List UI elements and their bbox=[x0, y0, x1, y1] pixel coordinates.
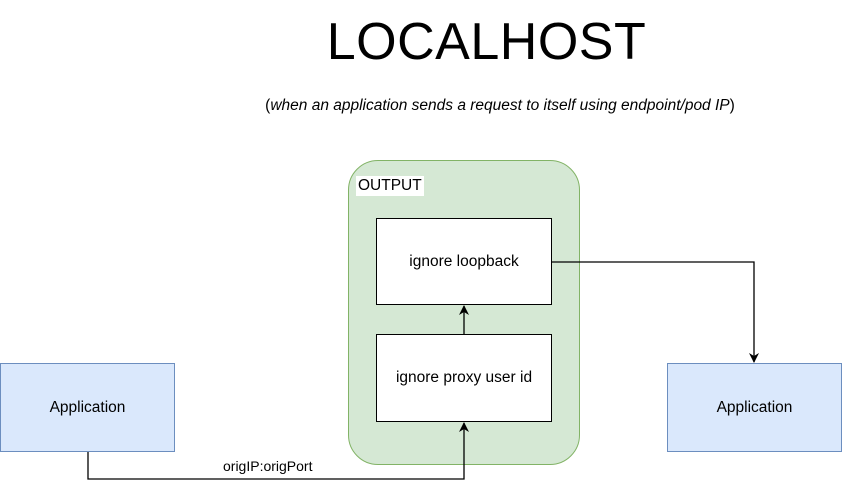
subtitle-italic-text: when an application sends a request to i… bbox=[270, 97, 730, 114]
diagram-subtitle: (when an application sends a request to … bbox=[0, 96, 843, 116]
diagram-title: LOCALHOST bbox=[326, 13, 647, 71]
ignore-proxy-user-id-label: ignore proxy user id bbox=[395, 369, 533, 386]
application-right-label: Application bbox=[716, 398, 793, 416]
subtitle-close-paren: ) bbox=[729, 97, 735, 114]
application-left-node: Application bbox=[0, 363, 175, 452]
output-group-label: OUTPUT bbox=[356, 176, 424, 196]
edge-loopback-to-app-right bbox=[552, 261, 759, 363]
application-left-label: Application bbox=[49, 398, 126, 416]
ignore-loopback-node: ignore loopback bbox=[376, 218, 552, 305]
application-right-node: Application bbox=[667, 363, 842, 452]
subtitle-open-paren: ( bbox=[265, 97, 271, 114]
edge-label-origip-origport: origIP:origPort bbox=[221, 457, 315, 475]
ignore-proxy-user-id-node: ignore proxy user id bbox=[376, 334, 552, 422]
edge-app-left-to-proxy bbox=[87, 422, 469, 480]
ignore-loopback-label: ignore loopback bbox=[409, 252, 519, 270]
